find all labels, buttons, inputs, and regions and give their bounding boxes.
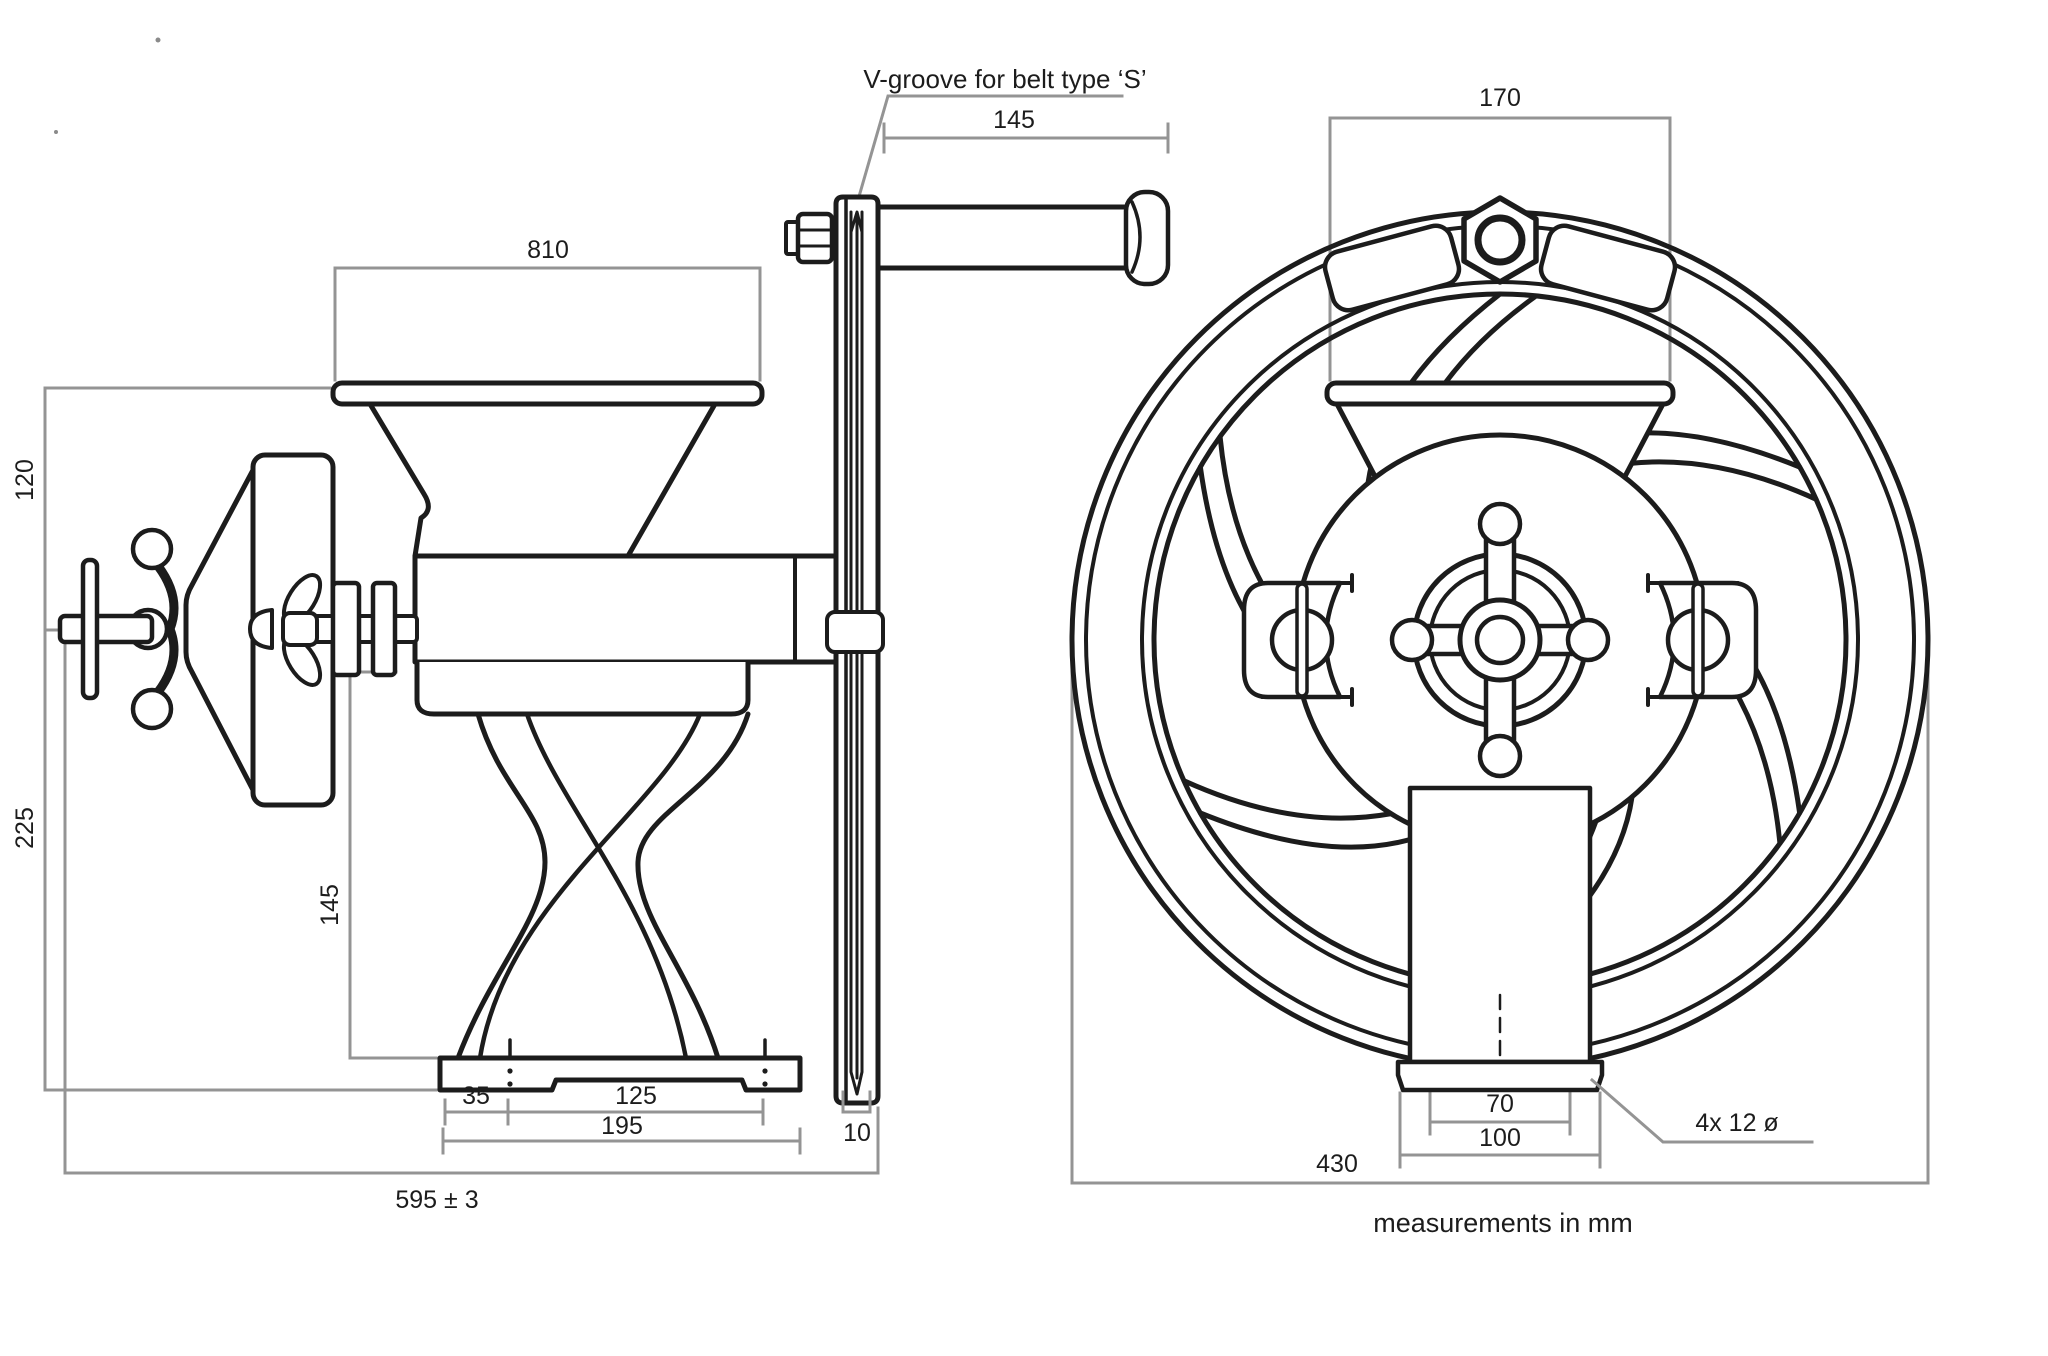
dim-145-handle-lines [882, 122, 1170, 154]
t-screw-handle-bar [80, 557, 100, 701]
bolt-holes-label: 4x 12 ø [1695, 1109, 1778, 1137]
pedestal-column [1407, 785, 1593, 1065]
pedestal-base-plate [1395, 1059, 1605, 1093]
bolt-center-dot [507, 1068, 513, 1074]
dim-70-lines [1428, 1091, 1572, 1136]
units-note: measurements in mm [1373, 1208, 1633, 1238]
dim-145-vertical-lines [348, 670, 438, 1060]
side-hopper-left-wall [367, 401, 431, 559]
speck [155, 37, 161, 43]
dim-label-170: 170 [1479, 84, 1521, 112]
base-foot [437, 1055, 803, 1093]
hub-knob-left [1389, 617, 1435, 663]
dim-label-handle-145: 145 [993, 106, 1035, 134]
rim-window-right [1538, 223, 1678, 313]
crank-bolt-head [795, 211, 835, 265]
t-screw-shaft [57, 613, 155, 645]
hub-knob-right [1565, 617, 1611, 663]
dim-label-70: 70 [1486, 1090, 1514, 1118]
dim-100-lines [1398, 1091, 1602, 1169]
wing-nut-body [281, 611, 319, 647]
dim-label-35: 35 [462, 1082, 490, 1110]
overlay-leaders [841, 1077, 1814, 1144]
side-hopper-right-wall [625, 401, 718, 559]
dim-810-lines [333, 266, 762, 382]
dim-label-430: 430 [1316, 1150, 1358, 1178]
dimension-lines [43, 37, 1930, 1185]
dim-label-225: 225 [11, 807, 39, 849]
star-knob-ball-top [130, 527, 174, 571]
dim-430-lines [1070, 648, 1930, 1185]
front-view [1069, 195, 1931, 1093]
dim-label-125: 125 [615, 1082, 657, 1110]
hub-center-bore [1474, 614, 1526, 666]
star-knob-ball-bottom [130, 687, 174, 731]
handle-cap-curve [1130, 200, 1142, 274]
rim-hex-nut [1461, 195, 1539, 285]
side-clamp-left [1241, 573, 1354, 707]
dim-35-125-lines [443, 1098, 765, 1126]
speck [54, 130, 58, 134]
dim-120-225-lines [43, 386, 438, 1092]
clamp-screw-shaft [311, 614, 419, 644]
dim-label-145-vertical: 145 [316, 884, 344, 926]
stand-right-edge [635, 711, 751, 1061]
clamp-jaw-plate-2 [370, 580, 398, 678]
hub-knob-bottom [1477, 733, 1523, 779]
bolt-holes-leader [1589, 1077, 1814, 1144]
dim-label-595: 595 ± 3 [395, 1186, 478, 1214]
rim-hex-nut-bore [1474, 214, 1526, 266]
dim-595-lines [63, 630, 880, 1175]
dim-label-100: 100 [1479, 1124, 1521, 1152]
hub-center-boss [1457, 597, 1543, 683]
crank-bolt-flats [796, 228, 834, 248]
side-view [57, 189, 1171, 1106]
v-groove-leader [856, 94, 1124, 202]
dimension-labels: V-groove for belt type ‘S’ 145 810 120 2… [11, 64, 1779, 1238]
dim-10-bracket [841, 1090, 872, 1114]
handle-grip-cylinder [877, 204, 1135, 271]
side-body-barrel [412, 553, 841, 665]
front-hopper-rim [1324, 380, 1676, 407]
rim-window-left [1322, 223, 1462, 313]
pulley-hub-boss [825, 610, 885, 654]
dim-label-810: 810 [527, 236, 569, 264]
star-knob-arm [153, 561, 179, 697]
bolt-center-dot [762, 1081, 768, 1087]
stand-cross-leg-2 [477, 711, 703, 1061]
dim-label-10: 10 [843, 1119, 871, 1147]
stand-cross-leg-1 [524, 711, 689, 1061]
stand-left-edge [455, 711, 548, 1061]
dim-label-195: 195 [601, 1112, 643, 1140]
clamp-cone [183, 467, 256, 793]
side-hopper-fill [370, 404, 715, 556]
bolt-centerlines [508, 1038, 767, 1060]
dim-label-120: 120 [11, 459, 39, 501]
hub-knob-top [1477, 501, 1523, 547]
bolt-center-dot [507, 1081, 513, 1087]
side-body-underside [414, 659, 751, 717]
side-hopper-rim [330, 380, 765, 407]
bolt-center-dot [762, 1068, 768, 1074]
dim-195-lines [441, 1127, 802, 1155]
v-groove-note: V-groove for belt type ‘S’ [863, 64, 1146, 94]
wing-bolt-head [248, 608, 274, 650]
clamp-jaw-plate-1 [330, 580, 362, 678]
